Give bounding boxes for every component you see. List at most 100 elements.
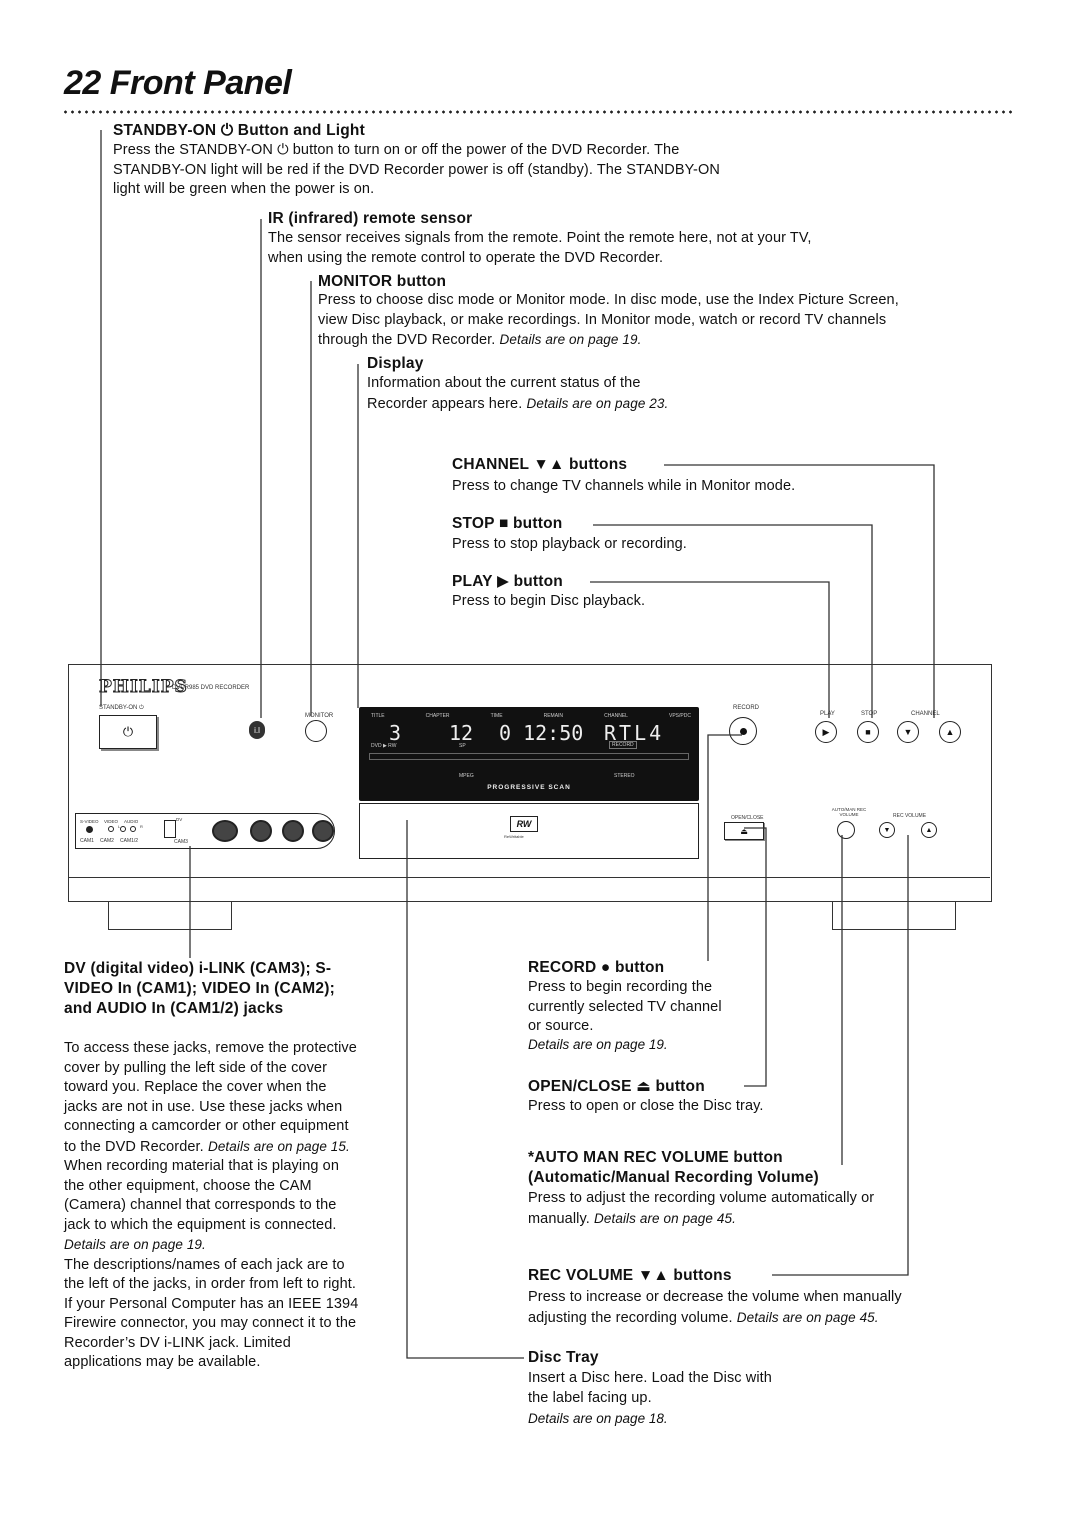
brand-logo: PHILIPS	[99, 677, 188, 698]
jack-label-r: R	[140, 824, 143, 829]
jacks-ref1: Details are on page 15.	[207, 1138, 350, 1154]
chevron-down-icon: ▼	[883, 826, 891, 834]
display-window: TITLE CHAPTER TIME REMAIN CHANNEL VPS/PD…	[359, 707, 699, 801]
automan-body: Press to adjust the recording volume aut…	[528, 1189, 888, 1229]
jacks-body1: To access these jacks, remove the protec…	[64, 1040, 357, 1155]
rw-logo: RW	[510, 816, 538, 832]
dotted-rule	[62, 110, 1012, 114]
cover-jack-1	[212, 820, 238, 842]
page-title-text: Front Panel	[109, 64, 292, 102]
jacks-heading: DV (digital video) i-LINK (CAM3); S-VIDE…	[64, 960, 335, 1017]
jacks-body3: The descriptions/names of each jack are …	[64, 1256, 357, 1293]
ir-heading: IR (infrared) remote sensor	[268, 210, 473, 227]
cam-label-1: CAM1	[80, 838, 94, 844]
standby-button[interactable]: ⏻	[99, 715, 157, 749]
display-level-bar	[369, 753, 689, 760]
cover-jack-3	[282, 820, 304, 842]
jack-label-svideo: S-VIDEO	[80, 819, 99, 824]
cover-jack-2	[250, 820, 272, 842]
play-button[interactable]: ▶	[815, 721, 837, 743]
chevron-up-icon: ▲	[945, 727, 955, 737]
openclose-label: OPEN/CLOSE	[731, 815, 764, 821]
standby-body: Press the STANDBY-ON ⏻ button to turn on…	[113, 142, 720, 197]
automan-heading2: (Automatic/Manual Recording Volume)	[528, 1169, 819, 1186]
display-body: Information about the current status of …	[367, 374, 697, 414]
display-stereo: STEREO	[614, 773, 635, 779]
record-ref: Details are on page 19.	[528, 1037, 668, 1052]
jack-label-audio: AUDIO	[124, 819, 139, 824]
ir-sensor: i.l	[249, 721, 265, 739]
monitor-heading: MONITOR button	[318, 273, 447, 290]
progressive-scan-label: PROGRESSIVE SCAN	[487, 784, 571, 791]
ir-body: The sensor receives signals from the rem…	[268, 230, 812, 266]
standby-label: STANDBY-ON ⏻	[99, 705, 144, 711]
jack-label-video: VIDEO	[104, 819, 119, 824]
display-sub1: DVD ▶ RW	[371, 743, 397, 749]
stop-button[interactable]: ■	[857, 721, 879, 743]
disctray-heading: Disc Tray	[528, 1349, 599, 1366]
power-icon: ⏻	[122, 724, 134, 739]
record-button[interactable]	[729, 717, 757, 745]
channel-up-button[interactable]: ▲	[939, 721, 961, 743]
audio-r-jack[interactable]	[130, 826, 136, 832]
openclose-button[interactable]: ⏏	[724, 822, 764, 840]
channel-label: CHANNEL	[911, 711, 940, 717]
play-body: Press to begin Disc playback.	[452, 593, 646, 609]
display-label-time: TIME	[490, 713, 503, 719]
play-label: PLAY	[820, 711, 835, 717]
leader-disctray	[406, 820, 524, 1359]
display-sub3: RECORD	[609, 741, 637, 749]
display-label-chapter: CHAPTER	[425, 713, 450, 719]
disc-tray[interactable]: RW ReWritable	[359, 803, 699, 859]
channel-down-button[interactable]: ▼	[897, 721, 919, 743]
automan-body-text: Press to adjust the recording volume aut…	[528, 1190, 875, 1227]
play-heading: PLAY ▶ button	[452, 573, 563, 590]
display-label-channel: CHANNEL	[604, 713, 628, 719]
display-ref: Details are on page 23.	[526, 395, 669, 411]
record-label: RECORD	[733, 705, 760, 711]
monitor-button[interactable]	[305, 720, 327, 742]
display-labels: TITLE CHAPTER TIME REMAIN CHANNEL VPS/PD…	[371, 713, 691, 719]
automan-label: AUTO/MAN REC VOLUME	[831, 807, 867, 817]
leader-openclose	[744, 827, 767, 1087]
automan-button[interactable]	[837, 821, 855, 839]
display-label-vps: VPS/PDC	[669, 713, 691, 719]
record-heading: RECORD ● button	[528, 959, 665, 976]
cam-label-2: CAM2	[100, 838, 114, 844]
record-body: Press to begin recording the currently s…	[528, 979, 722, 1034]
audio-l-jack[interactable]	[120, 826, 126, 832]
leader-channel	[664, 464, 935, 718]
monitor-body: Press to choose disc mode or Monitor mod…	[318, 291, 928, 351]
display-chapter-num: 12	[449, 721, 474, 745]
video-jack[interactable]	[108, 826, 114, 832]
channel-heading: CHANNEL ▼▲ buttons	[452, 456, 628, 473]
recvolume-body-text: Press to increase or decrease the volume…	[528, 1289, 902, 1326]
page-title: 22 Front Panel	[64, 64, 292, 103]
stop-icon: ■	[865, 727, 871, 737]
recvolume-down-button[interactable]: ▼	[879, 822, 895, 838]
jacks-ref2: Details are on page 19.	[64, 1237, 206, 1252]
chevron-down-icon: ▼	[903, 727, 913, 737]
leader-record	[707, 734, 742, 961]
jacks-panel: S-VIDEO VIDEO AUDIO L R DV CAM1 CAM2 CAM…	[75, 813, 335, 849]
display-body-text: Information about the current status of …	[367, 375, 641, 412]
panel-bottom-line	[69, 877, 990, 879]
dv-jack[interactable]	[164, 820, 176, 838]
svideo-jack[interactable]	[86, 826, 93, 833]
recvolume-heading: REC VOLUME ▼▲ buttons	[528, 1267, 732, 1284]
jack-label-dv: DV	[176, 817, 183, 822]
right-foot	[832, 902, 956, 930]
cam-label-12: CAM1/2	[120, 838, 139, 844]
display-mpeg: MPEG	[459, 773, 474, 779]
recvolume-body: Press to increase or decrease the volume…	[528, 1288, 958, 1328]
display-label-remain: REMAIN	[543, 713, 564, 719]
stop-heading: STOP ■ button	[452, 515, 563, 532]
recvolume-up-button[interactable]: ▲	[921, 822, 937, 838]
leader-play	[590, 581, 830, 718]
recvolume-label: REC VOLUME	[893, 813, 927, 819]
monitor-ref: Details are on page 19.	[499, 332, 642, 347]
stop-body: Press to stop playback or recording.	[452, 536, 687, 552]
chevron-up-icon: ▲	[925, 826, 933, 834]
cover-jack-4	[312, 820, 334, 842]
